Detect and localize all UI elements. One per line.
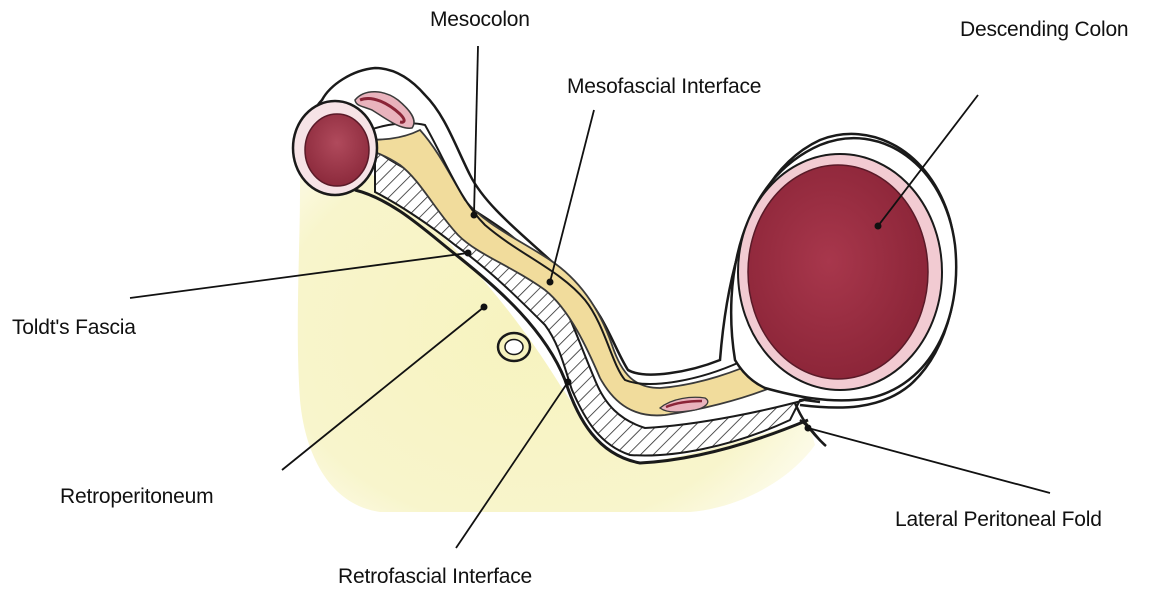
label-retrofascial-interface: Retrofascial Interface <box>338 565 532 589</box>
label-mesofascial-interface: Mesofascial Interface <box>567 75 761 99</box>
label-mesocolon: Mesocolon <box>430 8 530 32</box>
label-descending-colon: Descending Colon <box>960 18 1128 42</box>
small-bowel-lumen <box>305 114 369 186</box>
leader-mesocolon <box>474 46 478 215</box>
label-retroperitoneum: Retroperitoneum <box>60 485 213 509</box>
label-lateral-peritoneal-fold: Lateral Peritoneal Fold <box>895 508 1102 532</box>
leader-mesofascial <box>550 110 594 282</box>
leader-lateral-fold <box>808 428 1050 493</box>
label-toldts-fascia: Toldt's Fascia <box>12 316 136 340</box>
retroperitoneal-vessel-lumen <box>505 340 523 355</box>
